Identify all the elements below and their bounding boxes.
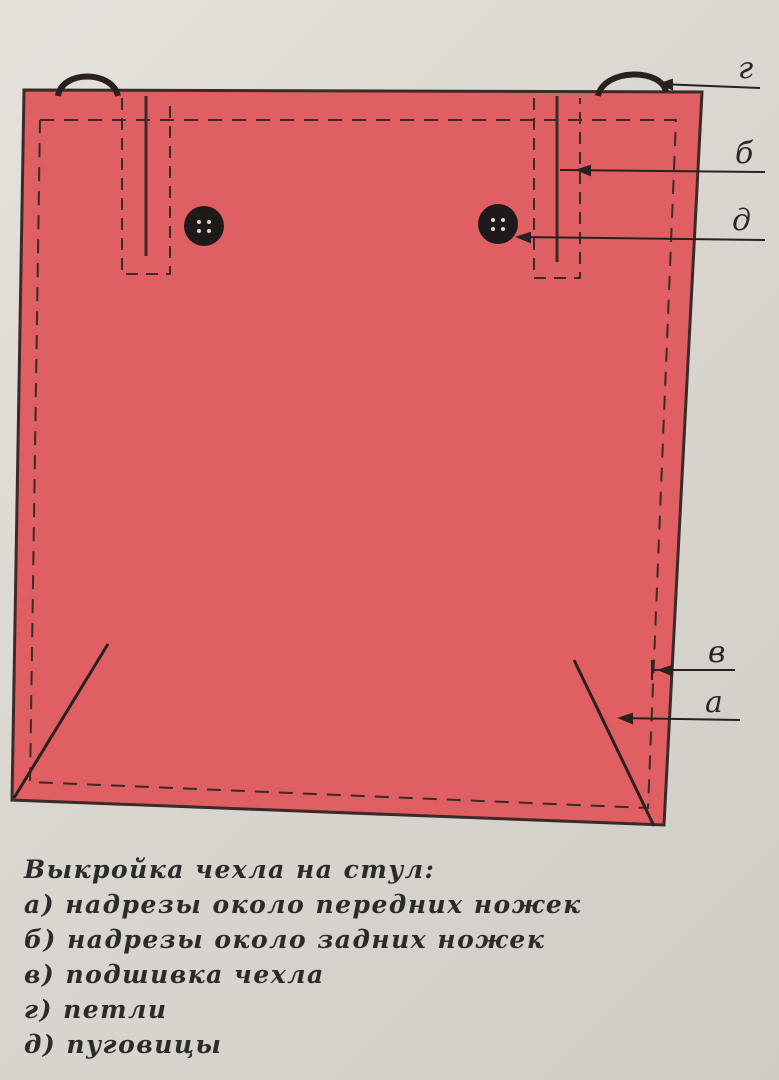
caption-item-b: б) надрезы около задних ножек: [24, 925, 546, 954]
label-front-cuts: а: [705, 685, 723, 720]
label-buttons: д: [732, 203, 751, 238]
caption-item-g: г) петли: [24, 995, 168, 1024]
label-hem: в: [708, 635, 725, 670]
button-left: [184, 206, 224, 246]
leader-loops: [659, 83, 761, 89]
button-right: [478, 204, 518, 244]
back-cut-right: [533, 96, 581, 279]
leader-buttons: [517, 236, 766, 241]
back-cut-left: [121, 96, 171, 275]
leader-back-cuts: [559, 169, 766, 173]
leader-front-cuts: [619, 717, 741, 721]
caption-title: Выкройка чехла на стул:: [24, 855, 436, 884]
pattern-caption: Выкройка чехла на стул: а) надрезы около…: [24, 852, 764, 1062]
front-cut-left: [12, 643, 110, 799]
hem-dashed-line: [28, 119, 678, 810]
caption-item-v: в) подшивка чехла: [24, 960, 325, 989]
caption-item-a: а) надрезы около передних ножек: [24, 890, 582, 919]
fabric-panel: [10, 88, 704, 827]
caption-item-d: д) пуговицы: [24, 1030, 223, 1059]
chair-cover-pattern-diagram: г б д в а: [10, 51, 766, 827]
label-back-cuts: б: [735, 136, 754, 171]
loop-left: [55, 73, 121, 98]
front-cut-right: [572, 659, 656, 827]
label-loops: г: [738, 51, 753, 86]
